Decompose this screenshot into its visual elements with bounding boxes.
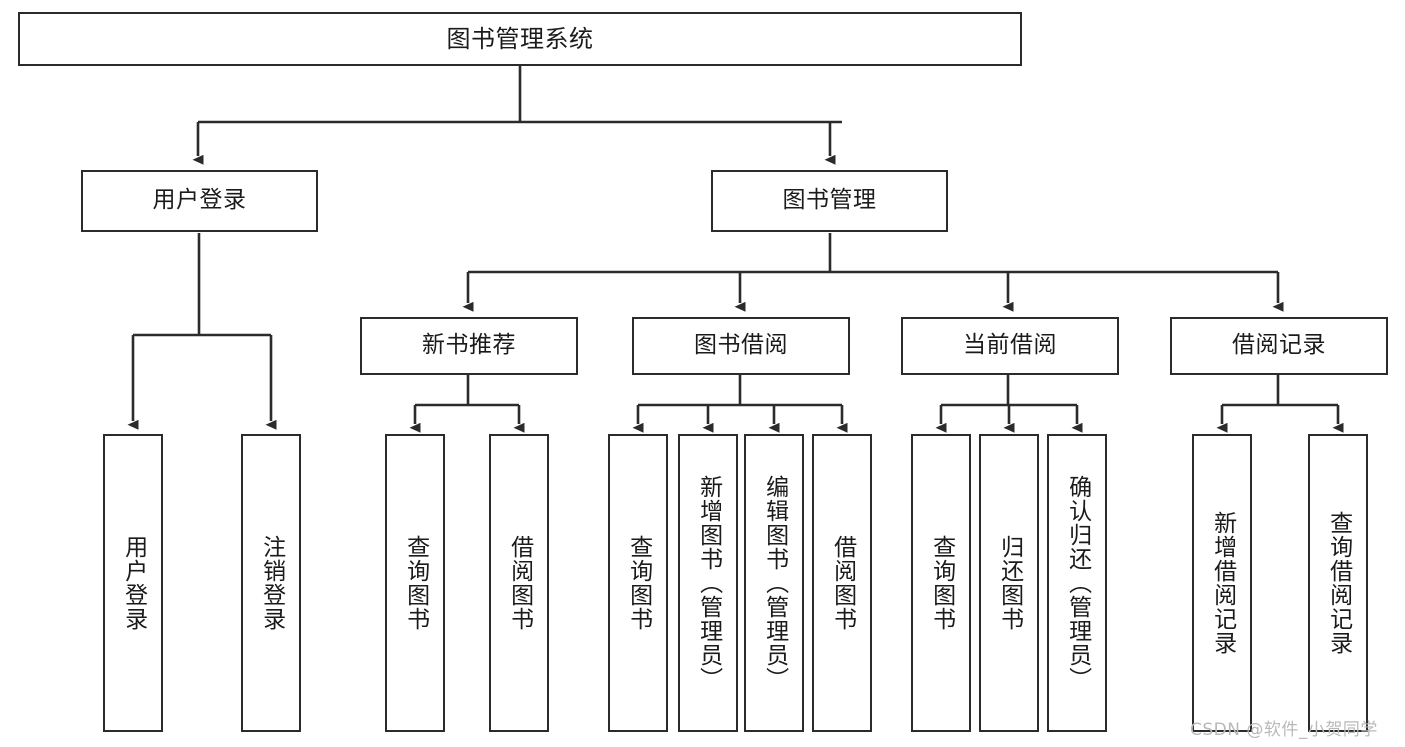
leaf-current-confirm-label: 确认归还（管理员）	[1064, 475, 1091, 691]
leaf-records-query[interactable]: 查询借阅记录	[1308, 434, 1368, 732]
leaf-user-logout[interactable]: 注销登录	[241, 434, 301, 732]
node-new-book-recommend[interactable]: 新书推荐	[360, 317, 578, 375]
leaf-borrow-add[interactable]: 新增图书（管理员）	[678, 434, 738, 732]
leaf-borrow-lend[interactable]: 借阅图书	[812, 434, 872, 732]
leaf-current-return-label: 归还图书	[996, 535, 1023, 631]
node-book-borrow-label: 图书借阅	[694, 332, 788, 359]
node-user-login-label: 用户登录	[152, 187, 247, 214]
leaf-borrow-query[interactable]: 查询图书	[608, 434, 668, 732]
node-current-borrow-label: 当前借阅	[963, 332, 1057, 359]
leaf-user-login[interactable]: 用户登录	[103, 434, 163, 732]
leaf-user-logout-label: 注销登录	[258, 535, 285, 631]
leaf-current-confirm[interactable]: 确认归还（管理员）	[1047, 434, 1107, 732]
leaf-records-query-label: 查询借阅记录	[1325, 511, 1352, 655]
leaf-records-add[interactable]: 新增借阅记录	[1192, 434, 1252, 732]
leaf-newbook-query[interactable]: 查询图书	[385, 434, 445, 732]
leaf-borrow-query-label: 查询图书	[625, 535, 652, 631]
node-book-management[interactable]: 图书管理	[711, 170, 948, 232]
node-current-borrow[interactable]: 当前借阅	[901, 317, 1119, 375]
node-root-label: 图书管理系统	[446, 24, 594, 53]
node-user-login[interactable]: 用户登录	[81, 170, 318, 232]
leaf-current-query-label: 查询图书	[928, 535, 955, 631]
leaf-current-return[interactable]: 归还图书	[979, 434, 1039, 732]
leaf-borrow-edit-label: 编辑图书（管理员）	[761, 475, 788, 691]
node-book-management-label: 图书管理	[782, 187, 877, 214]
leaf-borrow-lend-label: 借阅图书	[829, 535, 856, 631]
leaf-user-login-label: 用户登录	[120, 535, 147, 631]
node-book-borrow[interactable]: 图书借阅	[632, 317, 850, 375]
leaf-borrow-edit[interactable]: 编辑图书（管理员）	[744, 434, 804, 732]
leaf-newbook-borrow[interactable]: 借阅图书	[489, 434, 549, 732]
leaf-newbook-borrow-label: 借阅图书	[506, 535, 533, 631]
leaf-newbook-query-label: 查询图书	[402, 535, 429, 631]
node-borrow-records-label: 借阅记录	[1232, 332, 1326, 359]
node-borrow-records[interactable]: 借阅记录	[1170, 317, 1388, 375]
leaf-records-add-label: 新增借阅记录	[1209, 511, 1236, 655]
node-root[interactable]: 图书管理系统	[18, 12, 1022, 66]
node-new-book-recommend-label: 新书推荐	[422, 332, 516, 359]
leaf-borrow-add-label: 新增图书（管理员）	[695, 475, 722, 691]
leaf-current-query[interactable]: 查询图书	[911, 434, 971, 732]
csdn-watermark: CSDN @软件_小贺同学	[1190, 720, 1378, 740]
